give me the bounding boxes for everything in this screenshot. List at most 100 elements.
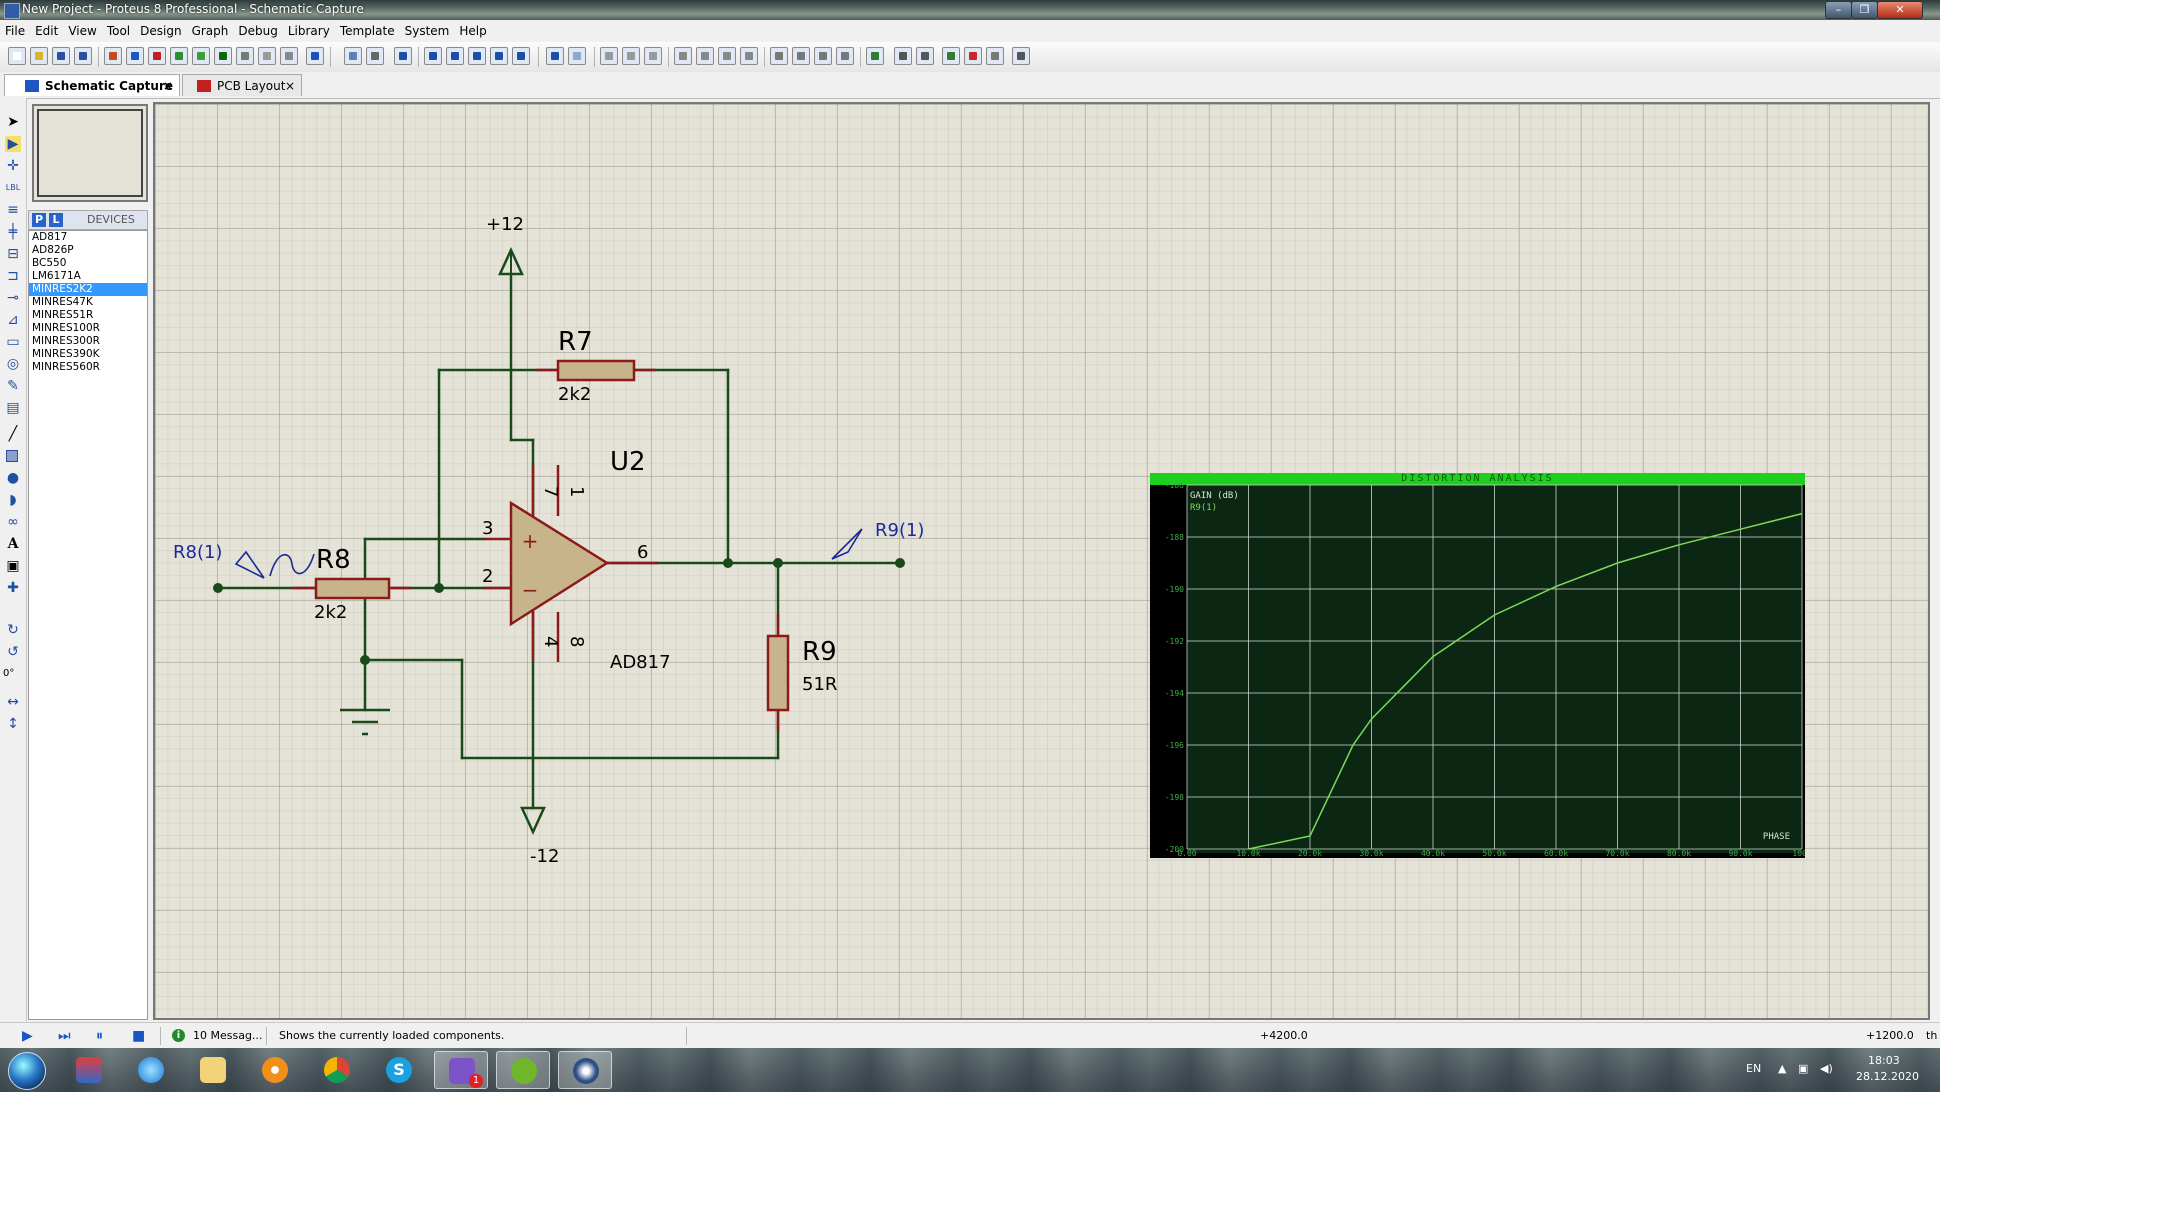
network-icon[interactable]: ▣: [1798, 1062, 1809, 1075]
device-item[interactable]: LM6171A: [32, 270, 81, 282]
netlist-to-ares-icon[interactable]: [1012, 47, 1030, 65]
junction-dot[interactable]: [723, 558, 733, 568]
taskbar-app-ie[interactable]: [124, 1051, 178, 1089]
device-item[interactable]: AD817: [32, 231, 68, 243]
rotate-clockwise-icon[interactable]: ↻: [7, 622, 19, 638]
stop-icon[interactable]: ■: [132, 1028, 146, 1044]
pin-icon[interactable]: ⊸: [7, 290, 19, 306]
start-button[interactable]: [8, 1052, 46, 1090]
tray-arrow-icon[interactable]: ▲: [1778, 1062, 1787, 1075]
zoom-all-icon[interactable]: [490, 47, 508, 65]
taskbar-app-settings[interactable]: [248, 1051, 302, 1089]
junction-dot[interactable]: [360, 655, 370, 665]
pick-from-library-button[interactable]: P: [32, 213, 46, 227]
remove-sheet-icon[interactable]: [964, 47, 982, 65]
line-tool-icon[interactable]: ╱: [8, 426, 18, 442]
virtual-instruments-icon[interactable]: ▤: [6, 400, 20, 416]
device-item[interactable]: MINRES390K: [32, 348, 100, 360]
menu-graph[interactable]: Graph: [191, 24, 229, 38]
tab-schematic-capture[interactable]: Schematic Capture ×: [4, 74, 180, 96]
minimize-button[interactable]: –: [1825, 1, 1852, 19]
step-icon[interactable]: ⏭: [58, 1028, 71, 1044]
menu-help[interactable]: Help: [459, 24, 487, 38]
library-manager-button[interactable]: L: [49, 213, 63, 227]
pan-icon[interactable]: [424, 47, 442, 65]
gerber-icon[interactable]: [170, 47, 188, 65]
bom-icon[interactable]: [214, 47, 232, 65]
generator-label[interactable]: R8(1): [173, 542, 222, 563]
component-mode-icon[interactable]: ▶: [5, 136, 21, 152]
volume-icon[interactable]: ◀): [1820, 1062, 1833, 1075]
help-icon[interactable]: [306, 47, 324, 65]
voltage-probe-icon[interactable]: [831, 528, 863, 560]
taskbar-app-utorrent[interactable]: [496, 1051, 550, 1089]
origin-icon[interactable]: [394, 47, 412, 65]
decompose-icon[interactable]: [836, 47, 854, 65]
r9-value[interactable]: 51R: [802, 674, 837, 695]
menu-file[interactable]: File: [5, 24, 26, 38]
tape-recorder-icon[interactable]: ▭: [6, 334, 20, 350]
zoom-in-icon[interactable]: [446, 47, 464, 65]
wire-autorouter-icon[interactable]: [866, 47, 884, 65]
resistor-r8[interactable]: [314, 577, 391, 600]
generator-icon[interactable]: ◎: [6, 356, 20, 372]
message-count[interactable]: 10 Messag...: [193, 1029, 263, 1042]
block-move-icon[interactable]: [696, 47, 714, 65]
minus12-label[interactable]: -12: [530, 846, 559, 867]
taskbar-app-viber[interactable]: 1: [434, 1051, 488, 1089]
play-icon[interactable]: ▶: [22, 1028, 33, 1044]
menu-debug[interactable]: Debug: [238, 24, 278, 38]
menu-design[interactable]: Design: [140, 24, 182, 38]
plus12-label[interactable]: +12: [486, 214, 524, 235]
schematic-canvas[interactable]: + − 3 2 6 7 1 4 8 R7 2k2 R8 2k2 R9 51R U…: [153, 102, 1930, 1020]
packaging-tool-icon[interactable]: [814, 47, 832, 65]
box-tool-icon[interactable]: [6, 450, 18, 462]
x-mirror-icon[interactable]: ↔: [7, 694, 19, 710]
symbol-tool-icon[interactable]: ▣: [6, 558, 20, 574]
block-copy-icon[interactable]: [674, 47, 692, 65]
device-item[interactable]: AD826P: [32, 244, 74, 256]
notes-icon[interactable]: [258, 47, 276, 65]
menu-tool[interactable]: Tool: [106, 24, 131, 38]
subcircuit-icon[interactable]: ⊟: [7, 246, 19, 262]
zoom-out-icon[interactable]: [468, 47, 486, 65]
text-tool-icon[interactable]: A: [7, 536, 19, 552]
menu-library[interactable]: Library: [287, 24, 330, 38]
wire-label-icon[interactable]: LBL: [5, 183, 21, 192]
resistor-r7[interactable]: [556, 359, 636, 382]
block-rotate-icon[interactable]: [718, 47, 736, 65]
graph-mode-icon[interactable]: ⊿: [7, 312, 19, 328]
pick-device-icon[interactable]: [770, 47, 788, 65]
opamp-u2[interactable]: [509, 500, 610, 627]
exit-to-parent-icon[interactable]: [986, 47, 1004, 65]
device-item[interactable]: BC550: [32, 257, 67, 269]
device-item[interactable]: MINRES100R: [32, 322, 100, 334]
schematic-capture-icon[interactable]: [126, 47, 144, 65]
clock-date[interactable]: 28.12.2020: [1856, 1070, 1919, 1083]
new-file-icon[interactable]: [8, 47, 26, 65]
taskbar-app-1[interactable]: [62, 1051, 116, 1089]
circle-tool-icon[interactable]: ●: [6, 470, 20, 486]
marker-tool-icon[interactable]: ✚: [7, 580, 19, 596]
maximize-button[interactable]: ❐: [1851, 1, 1878, 19]
device-item[interactable]: MINRES300R: [32, 335, 100, 347]
r8-reference[interactable]: R8: [316, 545, 351, 575]
r7-value[interactable]: 2k2: [558, 384, 591, 405]
taskbar-app-skype[interactable]: S: [372, 1051, 426, 1089]
redo-icon[interactable]: [568, 47, 586, 65]
save-icon[interactable]: [52, 47, 70, 65]
open-folder-icon[interactable]: [30, 47, 48, 65]
paste-icon[interactable]: [644, 47, 662, 65]
language-indicator[interactable]: EN: [1746, 1062, 1762, 1075]
search-tag-icon[interactable]: [894, 47, 912, 65]
junction-dot[interactable]: [434, 583, 444, 593]
junction-dot[interactable]: [213, 583, 223, 593]
device-item[interactable]: MINRES47K: [32, 296, 93, 308]
buses-icon[interactable]: ╪: [8, 224, 18, 240]
3d-viewer-icon[interactable]: [192, 47, 210, 65]
clock-time[interactable]: 18:03: [1868, 1054, 1900, 1067]
device-item-selected[interactable]: MINRES2K2: [29, 283, 147, 296]
design-explorer-icon[interactable]: [280, 47, 298, 65]
close-button[interactable]: ✕: [1877, 1, 1923, 19]
cut-icon[interactable]: [600, 47, 618, 65]
